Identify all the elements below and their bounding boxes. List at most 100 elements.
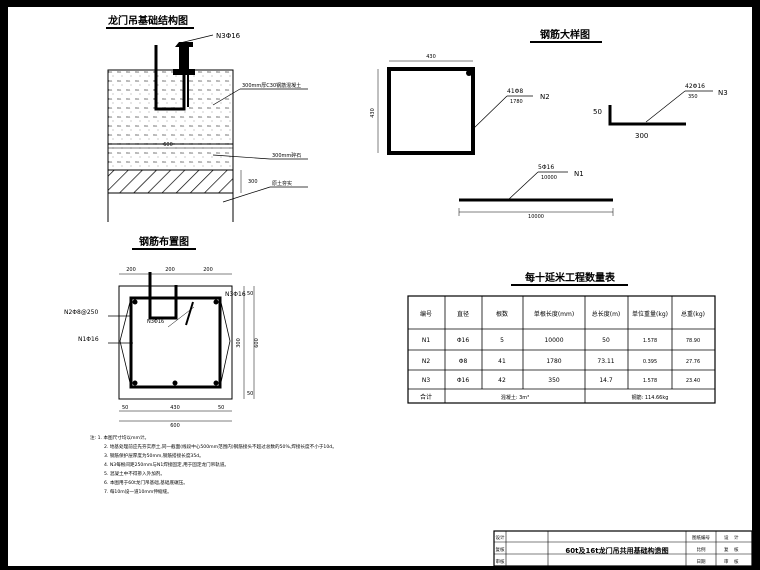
table-cell: 23.40	[686, 378, 700, 384]
table-cell: 0.395	[643, 359, 657, 365]
foundation-dim-600: 600	[163, 142, 173, 148]
th-total-length: 总长度(m)	[592, 310, 621, 318]
layout-u-rebar	[148, 272, 178, 320]
top-dim-3: 200	[203, 267, 213, 273]
rebar-detail: 钢筋大样图 430 430 41Φ8 1780 N2 50 300 42Φ16 …	[370, 28, 728, 220]
stirrup-label: 41Φ8	[507, 88, 523, 95]
title-block: 设计 复核 审核 60t及16t龙门吊共用基础构造图 图纸编号 比例 日期 设 …	[493, 530, 752, 566]
stirrup-width: 430	[426, 54, 436, 60]
table-cell: N3	[422, 377, 430, 384]
th-unit-length: 单根长度(mm)	[534, 310, 574, 318]
drawing-canvas: 龙门吊基础结构图 N3Φ16 300mm厚C30钢筋混凝土 300mm碎石 原土…	[64, 14, 752, 566]
note-line: 2. 地基处理前应先夯实原土,同一截面(线段中心500mm范围内)钢筋接头不超过…	[104, 443, 337, 450]
table-cell: 41	[498, 358, 506, 365]
total-steel: 钢筋: 114.66kg	[632, 394, 669, 401]
table-cell: 10000	[544, 337, 563, 344]
total-label: 合计	[420, 393, 432, 401]
stirrup-len: 1780	[510, 99, 523, 105]
bottom-dim-2: 430	[170, 405, 180, 411]
total-concrete: 混凝土: 3m³	[501, 394, 529, 401]
right-dim-2: 300	[236, 338, 242, 348]
n1-layout-label: N1Φ16	[78, 336, 99, 343]
table-cell: 1.578	[643, 378, 657, 384]
th-diameter: 直径	[457, 310, 469, 318]
note-line: 5. 混凝土中不得掺入外加剂。	[104, 470, 165, 477]
rail-profile	[173, 42, 195, 75]
tb-r3-a: 日期	[697, 559, 706, 565]
tb-r3-c: 核	[734, 558, 739, 565]
soil-note: 原土夯实	[272, 180, 292, 187]
top-dim-1: 200	[126, 267, 136, 273]
table-title: 每十延米工程数量表	[525, 271, 616, 284]
gravel-note: 300mm碎石	[272, 152, 301, 159]
n3-l-rebar	[608, 105, 686, 126]
table-cell: 50	[602, 337, 610, 344]
hatched-layer	[107, 169, 234, 194]
foundation-rebar-label: N3Φ16	[216, 32, 241, 40]
table-row: N2 Φ8 41 1780 73.11 0.395 27.76	[422, 358, 700, 365]
note-line: 注: 1. 本图尺寸均以mm计。	[90, 434, 149, 441]
tb-col-3: 审核	[496, 558, 505, 565]
right-total: 600	[254, 338, 260, 348]
tb-col-1: 设计	[496, 534, 505, 541]
concrete-layer	[107, 69, 234, 145]
rebar-layout-title: 钢筋布置图	[139, 235, 189, 248]
table-cell: 78.90	[686, 338, 700, 344]
table-cell: 5	[500, 337, 504, 344]
tb-r2-a: 比例	[697, 546, 706, 553]
note-line: 4. N3每根间距250mm与N1焊接固定,用于固定龙门吊轨道。	[104, 461, 229, 468]
right-dim-1: 50	[247, 291, 253, 297]
table-row: N3 Φ16 42 350 14.7 1.578 23.40	[422, 377, 700, 384]
top-dim-2: 200	[165, 267, 175, 273]
table-cell: 1780	[546, 358, 561, 365]
foundation-dim-300: 300	[248, 179, 258, 185]
drawing-title: 60t及16t龙门吊共用基础构造图	[565, 546, 668, 555]
long-id: N1	[574, 170, 584, 178]
table-cell: 1.578	[643, 338, 657, 344]
note-line: 6. 本图用于60t龙门吊基础,基础底碾压。	[104, 479, 188, 486]
stirrup-id: N2	[540, 93, 550, 101]
note-line: 7. 每10m设一道10mm伸缩缝。	[104, 488, 172, 495]
table-cell: 14.7	[599, 377, 613, 384]
tb-r3-b: 审	[724, 558, 729, 565]
table-cell: Φ16	[457, 377, 470, 384]
concrete-note: 300mm厚C30钢筋混凝土	[242, 82, 301, 89]
drawing-sheet: 龙门吊基础结构图 N3Φ16 300mm厚C30钢筋混凝土 300mm碎石 原土…	[8, 7, 752, 566]
th-total-weight: 总重(kg)	[681, 310, 705, 318]
table-cell: N2	[422, 358, 430, 365]
rebar-detail-title: 钢筋大样图	[540, 28, 590, 41]
bottom-dim-1: 50	[122, 405, 128, 411]
table-cell: Φ16	[457, 337, 470, 344]
l-vertical-dim: 50	[593, 108, 602, 116]
foundation-title: 龙门吊基础结构图	[107, 14, 188, 27]
bottom-total: 600	[170, 423, 180, 429]
table-row: N1 Φ16 5 10000 50 1.578 78.90	[422, 337, 700, 344]
table-cell: N1	[422, 337, 430, 344]
rebar-layout: 钢筋布置图 200 200 200 N3Φ16 N2Φ8@250 N1Φ16 N…	[64, 235, 260, 429]
th-id: 编号	[420, 310, 432, 318]
quantity-table: 每十延米工程数量表 编号 直径 根数 单根长度(mm) 总长度(m) 单位重量(…	[407, 271, 716, 404]
n3-layout-label: N3Φ16	[225, 291, 246, 298]
tb-r2-c: 核	[734, 546, 739, 553]
table-cell: Φ8	[459, 358, 468, 365]
right-dim-3: 50	[247, 391, 253, 397]
l-horizontal-dim: 300	[635, 132, 648, 140]
table-cell: 73.11	[597, 358, 614, 365]
tb-col-2: 复核	[496, 546, 505, 553]
l-label: 42Φ16	[685, 83, 705, 90]
table-cell: 350	[548, 377, 560, 384]
tb-r1-b: 设	[724, 534, 729, 541]
tb-r2-b: 复	[724, 546, 729, 553]
n2-stirrup	[387, 67, 475, 155]
th-count: 根数	[496, 310, 508, 318]
stirrup-height: 430	[370, 108, 376, 118]
long-dim: 10000	[528, 214, 544, 220]
long-len: 10000	[541, 175, 557, 181]
th-unit-weight: 单位重量(kg)	[632, 310, 668, 318]
foundation-section: 龙门吊基础结构图 N3Φ16 300mm厚C30钢筋混凝土 300mm碎石 原土…	[106, 14, 308, 222]
bottom-dim-3: 50	[218, 405, 224, 411]
note-line: 3. 钢筋保护层厚度为50mm,钢筋搭接长度35d。	[104, 452, 204, 459]
l-id: N3	[718, 89, 728, 97]
l-len: 350	[688, 94, 698, 100]
